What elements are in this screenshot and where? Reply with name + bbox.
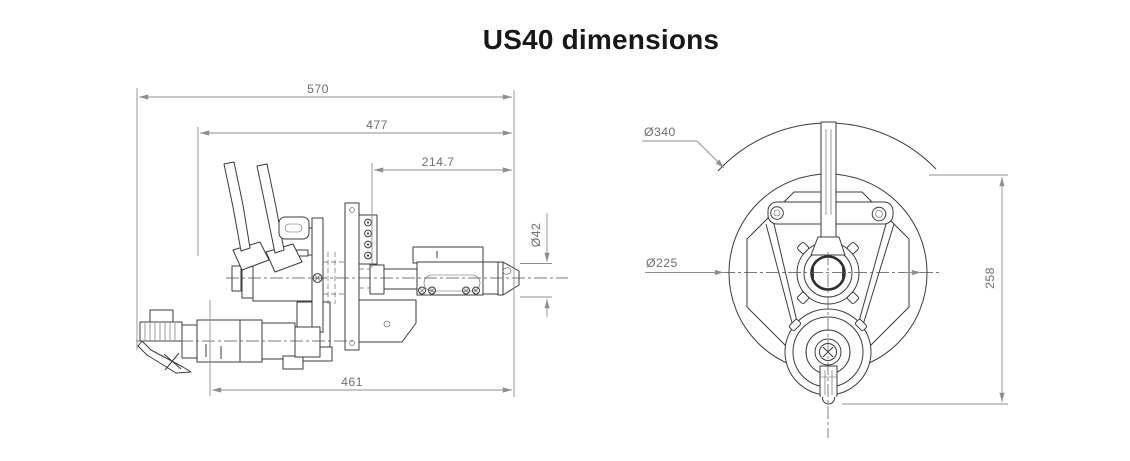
rail-body (416, 261, 484, 296)
hub-corner-tabs (796, 241, 860, 305)
flange-bolt-top (349, 207, 355, 213)
side-view-dimensions: 570 477 214.7 461 Ø42 (136, 82, 552, 397)
tool-side-view (137, 161, 520, 374)
bolt-block-bolts (364, 218, 372, 260)
dim-225-label: Ø225 (646, 256, 678, 270)
dim-570-label: 570 (307, 82, 329, 96)
housing-bolt (383, 320, 391, 328)
dim-477-label: 477 (366, 118, 388, 132)
reaction-lever-rear (256, 163, 285, 254)
handle-lever (820, 121, 837, 238)
bolt-block (358, 214, 378, 265)
shaft-collar (369, 264, 385, 295)
handle-clevis (810, 236, 846, 256)
trigger-cross (163, 352, 182, 371)
page-title: US40 dimensions (482, 24, 720, 55)
trigger-lever (137, 340, 192, 374)
front-view-dimensions: Ø340 Ø225 258 (642, 125, 1008, 405)
tip-extension-lines (520, 263, 552, 298)
bracket-slot (284, 223, 303, 233)
tool-front-view (700, 121, 940, 438)
hidden-lines (323, 252, 345, 304)
hidden-shaft (359, 268, 370, 289)
nose-cone (497, 261, 520, 296)
dim-461-label: 461 (341, 375, 363, 389)
dim-214-7-label: 214.7 (422, 155, 455, 169)
front-view-drawing: Ø340 Ø225 258 (642, 121, 1008, 438)
rail-bolts (418, 286, 480, 295)
reaction-lever-front (223, 161, 251, 252)
yoke-arms (765, 223, 895, 344)
slot-bracket (278, 216, 310, 240)
mounting-bolt-right (871, 206, 887, 222)
dim-340-leader (696, 140, 725, 169)
dim-tip-diameter-label: Ø42 (529, 223, 543, 247)
mounting-bolt-left (770, 206, 784, 220)
bore-flats (813, 265, 843, 281)
spindle-collar-small (231, 265, 242, 292)
handle-inner-lines (825, 129, 832, 215)
bottom-stem (819, 365, 838, 405)
side-view-drawing: 570 477 214.7 461 Ø42 (136, 82, 568, 397)
rail-slot (423, 274, 481, 292)
face-plate (746, 191, 910, 355)
nose-slot (502, 267, 512, 275)
flange-plate (344, 202, 360, 351)
flange-bolt-bottom (349, 340, 355, 346)
dim-340-label: Ø340 (644, 125, 676, 139)
dim-258-label: 258 (983, 267, 997, 289)
rail-top-block (412, 246, 484, 264)
